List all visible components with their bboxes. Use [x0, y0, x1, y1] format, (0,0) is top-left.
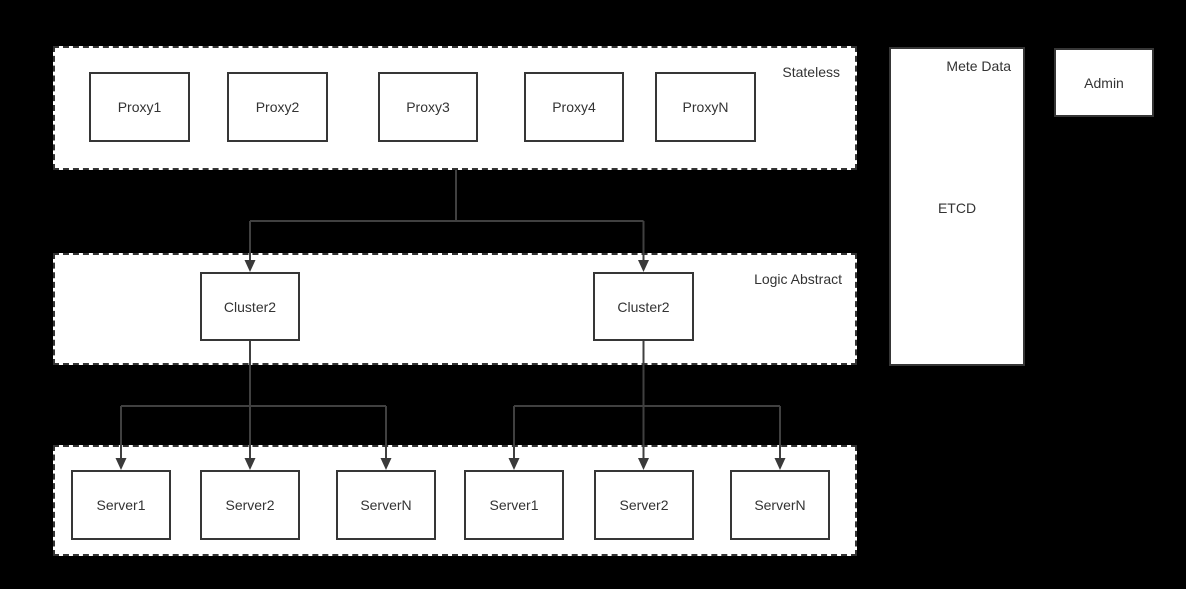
- logic-abstract-region: [53, 253, 857, 365]
- logic-abstract-region-label: Logic Abstract: [754, 271, 842, 287]
- server1-group2-node: Server1: [464, 470, 564, 540]
- etcd-label: ETCD: [937, 200, 977, 216]
- meta-data-title: Mete Data: [946, 58, 1011, 74]
- server2-group2-node: Server2: [594, 470, 694, 540]
- servers-region: [53, 445, 857, 556]
- proxy4-node: Proxy4: [524, 72, 624, 142]
- cluster-right-node: Cluster2: [593, 272, 694, 341]
- proxy2-node: Proxy2: [227, 72, 328, 142]
- server1-group1-node: Server1: [71, 470, 171, 540]
- server2-group1-node: Server2: [200, 470, 300, 540]
- meta-data-node: Mete Data ETCD: [889, 47, 1025, 366]
- stateless-region-label: Stateless: [782, 64, 840, 80]
- admin-node: Admin: [1054, 48, 1154, 117]
- proxy3-node: Proxy3: [378, 72, 478, 142]
- proxyN-node: ProxyN: [655, 72, 756, 142]
- proxy1-node: Proxy1: [89, 72, 190, 142]
- serverN-group1-node: ServerN: [336, 470, 436, 540]
- cluster-left-node: Cluster2: [200, 272, 300, 341]
- serverN-group2-node: ServerN: [730, 470, 830, 540]
